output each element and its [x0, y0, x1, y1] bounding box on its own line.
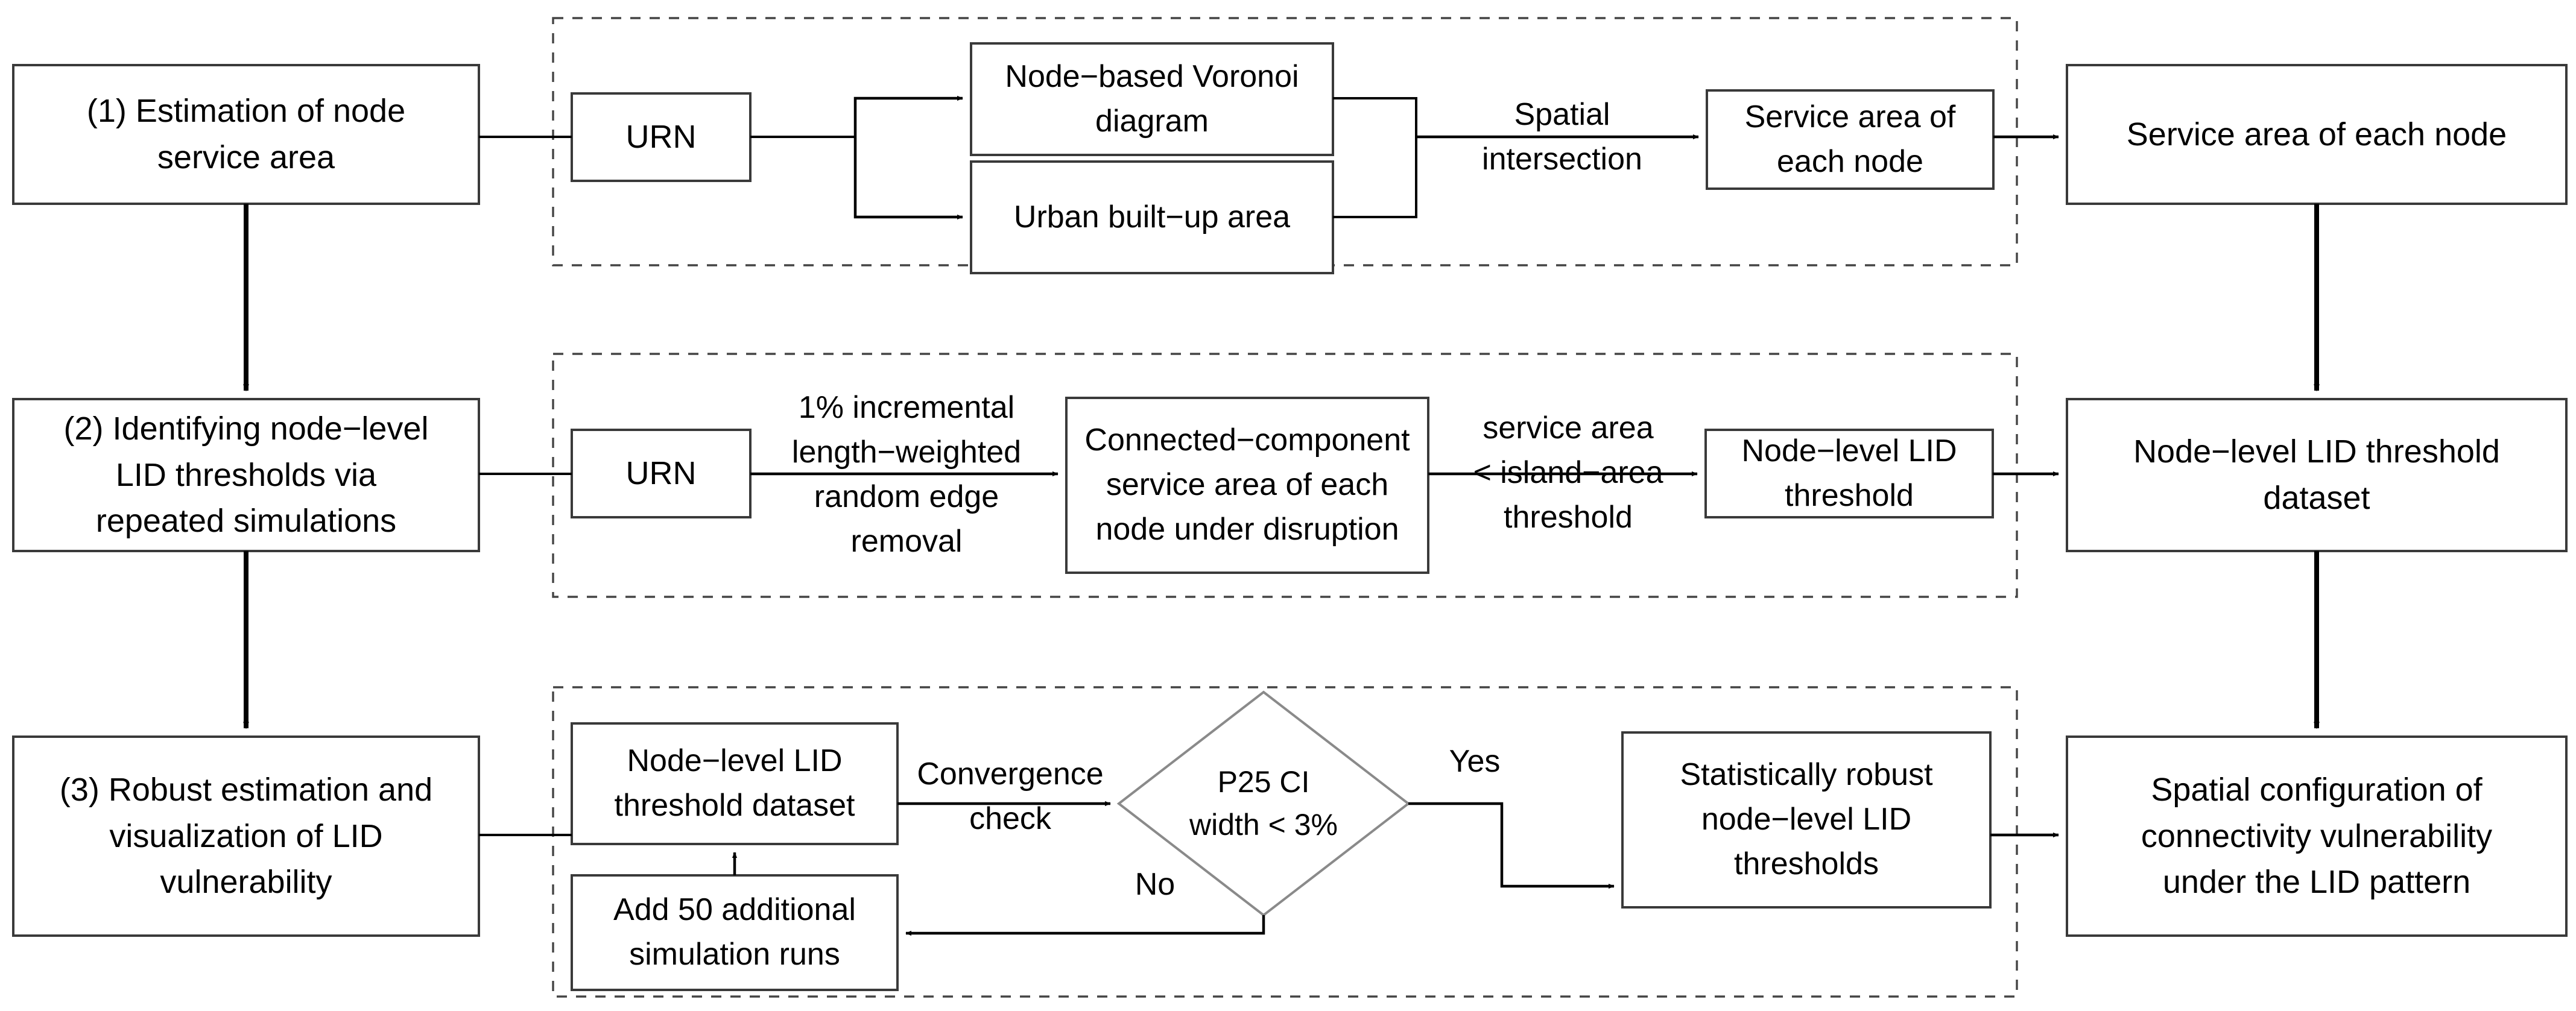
- edge-label-convergence-check: Convergence check: [917, 757, 1104, 836]
- stage-3-title-box: [12, 735, 480, 937]
- node-service-area-node-box: [1706, 89, 1995, 190]
- edge-decision-no: [905, 915, 1265, 936]
- dashed-group-stage-1: [552, 17, 2018, 266]
- node-add-runs-box: [571, 874, 899, 991]
- output-stage-1-box: [2066, 64, 2568, 205]
- node-voronoi-box: [970, 42, 1334, 156]
- node-lid-threshold-box: [1704, 429, 1994, 518]
- edge-label-island-area: service area < island−area threshold: [1473, 411, 1663, 535]
- edge-decision-yes: [1408, 802, 1615, 889]
- edge-builtup-merge: [1333, 137, 1417, 218]
- edge-label-branch-no: No: [1135, 867, 1176, 902]
- edge-label-branch-yes: Yes: [1449, 744, 1501, 780]
- edge-urn1-to-builtup: [853, 137, 963, 220]
- output-stage-3-box: [2066, 735, 2568, 937]
- stage-1-title-box: [12, 64, 480, 205]
- node-robust-thresholds-box: [1621, 731, 1992, 909]
- stage-2-title-box: [12, 398, 480, 552]
- output-stage-2-box: [2066, 398, 2568, 552]
- node-builtup-box: [970, 160, 1334, 274]
- edge-label-edge-removal: 1% incremental length−weighted random ed…: [791, 390, 1022, 559]
- edge-label-spatial-intersection: Spatial intersection: [1482, 96, 1642, 177]
- node-urn-1-box: [571, 92, 752, 182]
- node-threshold-dataset-box: [571, 722, 899, 845]
- edge-urn1-to-voronoi: [853, 95, 963, 137]
- node-connected-component-box: [1065, 397, 1429, 574]
- node-urn-2-box: [571, 429, 752, 518]
- dashed-group-stage-2: [552, 353, 2018, 598]
- edge-voronoi-merge: [1333, 97, 1417, 137]
